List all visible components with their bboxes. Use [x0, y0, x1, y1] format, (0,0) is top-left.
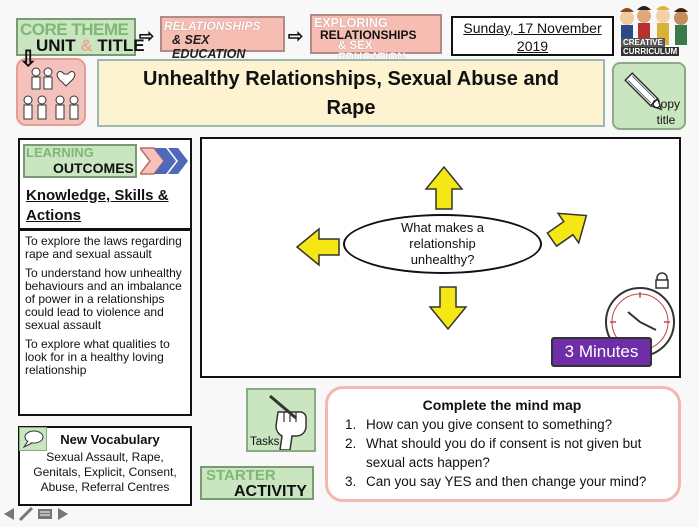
arrow-down-icon: ⇩ [19, 46, 38, 71]
copy-title-label: Copy title [652, 97, 681, 127]
date-line2: 2019 [516, 38, 549, 54]
starter-label: STARTER [206, 467, 276, 484]
exploring-line1: EXPLORING [314, 16, 388, 30]
unit-title-label: UNIT & TITLE [36, 36, 145, 55]
list-item: How can you give consent to something? [360, 415, 668, 434]
instructions-box: Complete the mind map How can you give c… [325, 386, 681, 502]
arrow-down-icon [429, 286, 467, 330]
list-item: What should you do if consent is not giv… [360, 434, 668, 472]
core-theme-label: CORE THEME [20, 20, 129, 39]
page-title-line1: Unhealthy Relationships, Sexual Abuse an… [142, 68, 559, 90]
learning-outcomes-badge: LEARNING OUTCOMES [23, 144, 137, 178]
questions-list: How can you give consent to something? W… [336, 415, 668, 491]
arrow-left-icon [296, 228, 340, 266]
tasks-tile: Tasks [246, 388, 316, 452]
next-slide-icon[interactable] [58, 508, 68, 520]
list-item: To understand how unhealthy behaviours a… [25, 266, 182, 332]
arrow-right-icon: ⇨ [288, 26, 304, 46]
vocabulary-box: New Vocabulary Sexual Assault, Rape, Gen… [18, 426, 192, 506]
page-title-line2: Rape [326, 97, 376, 119]
vocabulary-line3: Abuse, Referral Centres [40, 480, 170, 494]
list-item: Can you say YES and then change your min… [360, 472, 668, 491]
arrow-up-icon [425, 166, 463, 210]
timer-badge: 3 Minutes [551, 337, 652, 367]
exploring-line2: RELATIONSHIPS [320, 28, 417, 42]
relationship-icons-tile: ⇩ [16, 46, 86, 126]
learning-outcomes-header: LEARNING OUTCOMES Knowledge, Skills & Ac… [18, 138, 192, 230]
date-line1: Sunday, 17 November [463, 20, 602, 36]
page-title: Unhealthy Relationships, Sexual Abuse an… [97, 59, 605, 127]
raised-fist-icon [269, 394, 307, 450]
arrow-diagonal-icon [540, 200, 598, 256]
copy-title-tile: Copy title [612, 62, 686, 130]
date-box: Sunday, 17 November 2019 [451, 16, 614, 56]
theme-line1: RELATIONSHIPS [164, 19, 261, 33]
starter-activity-badge: STARTER ACTIVITY [200, 466, 314, 500]
learning-outcomes-list: To explore the laws regarding rape and s… [18, 229, 192, 416]
list-item: To explore what qualities to look for in… [25, 337, 170, 377]
outcomes-label: OUTCOMES [53, 160, 134, 176]
exploring-badge: EXPLORING RELATIONSHIPS & SEX EDUCATION [310, 14, 442, 64]
vocabulary-line1: Sexual Assault, Rape, [46, 450, 164, 464]
tasks-label: Tasks [250, 436, 280, 448]
speech-icon [19, 427, 47, 451]
list-item: To explore the laws regarding rape and s… [25, 234, 182, 261]
core-theme-badge: CORE THEME UNIT & TITLE [16, 18, 145, 56]
slide-nav [2, 506, 82, 522]
outcomes-list: To explore the laws regarding rape and s… [25, 235, 185, 377]
logo-text-1: CREATIVE [621, 38, 665, 47]
mind-map-center: What makes a relationship unhealthy? [343, 214, 542, 274]
creative-curriculum-logo: CREATIVE CURRICULUM [617, 6, 695, 58]
logo-text-2: CURRICULUM [621, 47, 680, 56]
pencil-icon [624, 72, 663, 111]
slide-menu-icon[interactable] [38, 509, 52, 519]
theme-line2: & SEX EDUCATION [172, 33, 246, 61]
arrow-right-icon: ⇨ [139, 26, 155, 46]
theme-badge: RELATIONSHIPS & SEX EDUCATION [160, 16, 285, 61]
vocabulary-heading: New Vocabulary [60, 432, 160, 447]
activity-label: ACTIVITY [234, 483, 307, 500]
pen-tool-icon[interactable] [18, 506, 34, 522]
chevrons-icon [138, 146, 188, 181]
timer-label: 3 Minutes [564, 342, 639, 361]
vocabulary-line2: Genitals, Explicit, Consent, [33, 465, 177, 479]
instructions-heading: Complete the mind map [422, 397, 582, 413]
ksa-title: Knowledge, Skills & Actions [26, 187, 169, 224]
prev-slide-icon[interactable] [4, 508, 14, 520]
learning-label: LEARNING [26, 145, 94, 160]
